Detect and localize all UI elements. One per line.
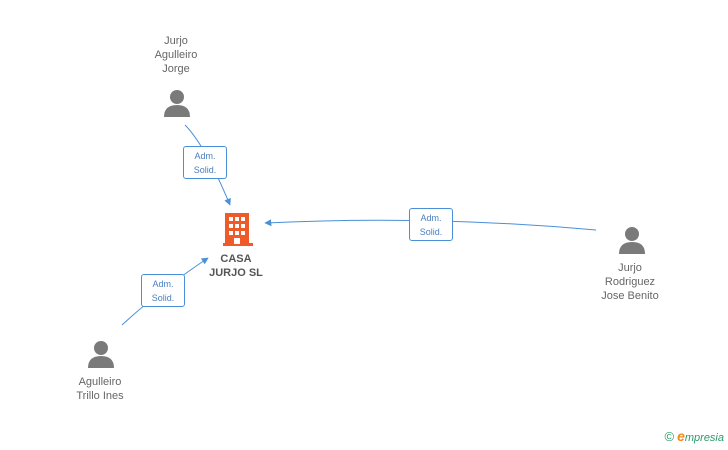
- copyright-icon: ©: [664, 428, 675, 444]
- edge-label-p2[interactable]: Adm. Solid.: [409, 208, 453, 241]
- company-label[interactable]: CASA JURJO SL: [209, 253, 263, 279]
- edge-label-p3[interactable]: Adm. Solid.: [141, 274, 185, 307]
- person-icon[interactable]: [164, 90, 190, 117]
- brand-logo-name: mpresia: [684, 432, 724, 444]
- person-label-p3[interactable]: Agulleiro Trillo Ines: [76, 376, 124, 402]
- brand-watermark: © empresia: [664, 428, 724, 444]
- building-icon[interactable]: [223, 213, 253, 246]
- person-icon[interactable]: [619, 227, 645, 254]
- person-label-p2[interactable]: Jurjo Rodriguez Jose Benito: [601, 262, 659, 302]
- edge-label-p1[interactable]: Adm. Solid.: [183, 146, 227, 179]
- brand-logo-initial: e: [677, 428, 685, 444]
- person-label-p1[interactable]: Jurjo Agulleiro Jorge: [154, 35, 198, 75]
- person-icon[interactable]: [88, 341, 114, 368]
